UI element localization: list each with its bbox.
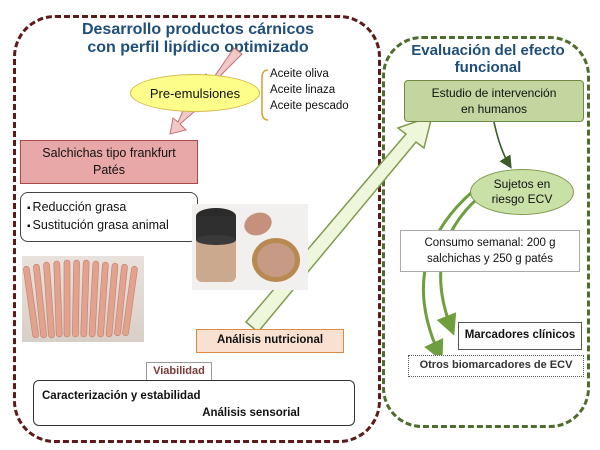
product-development-panel — [13, 15, 381, 443]
sausages-illustration — [23, 259, 138, 339]
pate-illustration — [196, 208, 300, 282]
functional-evaluation-panel — [382, 36, 590, 428]
viability-label: Viabilidad — [146, 362, 212, 381]
left-panel-title: Desarrollo productos cárnicos con perfil… — [81, 21, 315, 56]
oils-list: Aceite oliva Aceite linaza Aceite pescad… — [270, 66, 349, 114]
characterization-label: Caracterización y estabilidad — [42, 390, 201, 402]
pre-emulsions-node: Pre-emulsiones — [130, 74, 260, 112]
oil-item: Aceite oliva — [270, 68, 329, 80]
other-biomarkers-box: Otros biomarcadores de ECV — [408, 355, 584, 377]
cvd-risk-subjects-node: Sujetos en riesgo ECV — [470, 169, 574, 215]
study-to-subjects-arrow — [493, 121, 512, 169]
characterization-box: Caracterización y estabilidad Análisis s… — [33, 380, 355, 426]
nutritional-analysis-box: Análisis nutricional — [196, 329, 344, 353]
reduction-item: Reducción grasa — [27, 199, 197, 217]
fat-reduction-box: Reducción grasa Sustitución grasa animal — [20, 192, 198, 242]
weekly-consumption-box: Consumo semanal: 200 g salchichas y 250 … — [400, 230, 580, 272]
sausages-photo — [22, 256, 144, 342]
sensory-analysis-label: Análisis sensorial — [202, 407, 300, 419]
clinical-markers-box: Marcadores clínicos — [458, 322, 582, 350]
oil-item: Aceite linaza — [270, 84, 336, 96]
oils-bracket — [261, 69, 269, 121]
intervention-study-box: Estudio de intervención en humanos — [404, 80, 584, 122]
pate-photo — [192, 204, 308, 290]
oil-item: Aceite pescado — [270, 100, 349, 112]
right-panel-title: Evaluación del efecto funcional — [411, 42, 565, 76]
reduction-item: Sustitución grasa animal — [27, 217, 197, 235]
products-box: Salchichas tipo frankfurt Patés — [20, 140, 198, 184]
